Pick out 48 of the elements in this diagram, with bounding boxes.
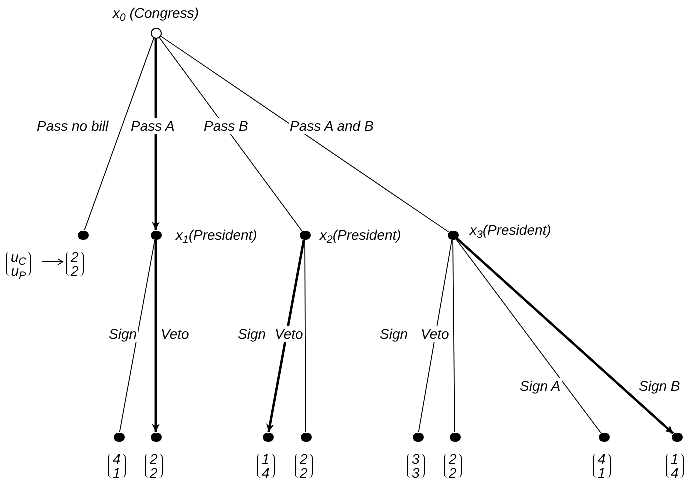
edge-label: Veto <box>420 326 450 342</box>
payoff-value: 4 <box>598 452 606 466</box>
edge-label: Veto <box>160 326 190 342</box>
payoff-value: 4 <box>671 466 679 480</box>
branch-line <box>456 238 602 434</box>
edge-label: Sign <box>237 326 268 342</box>
payoff-value: 2 <box>449 466 457 480</box>
payoff-value: 1 <box>598 466 606 480</box>
arrow <box>266 240 306 432</box>
payoff-value: 2 <box>300 452 308 466</box>
payoff-value: 2 <box>150 452 158 466</box>
edge-label: Sign A <box>519 378 562 394</box>
edge-label: Pass no bill <box>36 118 110 134</box>
edge-label: Pass A <box>130 118 176 134</box>
payoff-value: 4 <box>113 452 121 466</box>
payoff-value: 2 <box>300 466 308 480</box>
branch-line <box>418 239 453 433</box>
branch-line <box>158 36 302 232</box>
edge-label: Sign <box>379 326 410 342</box>
payoff-value: 4 <box>262 466 270 480</box>
edge-label: Pass A and B <box>289 118 375 134</box>
edge-label: Sign <box>108 326 138 342</box>
branch-line <box>160 35 450 233</box>
payoff-value: 1 <box>262 452 270 466</box>
arrow <box>152 38 160 230</box>
branch-line <box>452 240 456 432</box>
edge-label: Pass B <box>203 118 250 134</box>
payoff-value: 2 <box>150 466 158 480</box>
arrow <box>152 240 160 432</box>
player-label: x$_{0}$ (Congress) <box>113 4 199 22</box>
payoff-value: 2 <box>71 264 79 278</box>
payoff-value: 3 <box>412 466 420 480</box>
utility-symbol: u$_{P}$ <box>11 264 26 278</box>
arrow <box>456 237 674 435</box>
payoff-value: 2 <box>71 250 79 264</box>
payoff-value: 1 <box>113 466 121 480</box>
branch-line <box>84 37 155 231</box>
utility-symbol: u$_{C}$ <box>11 250 26 264</box>
edge-label: Veto <box>274 326 304 342</box>
player-label: x$_{3}$(President) <box>470 221 552 239</box>
payoff-value: 2 <box>449 452 457 466</box>
branch-line <box>119 239 156 433</box>
player-label: x$_{2}$(President) <box>320 226 402 244</box>
branch-line <box>304 240 306 432</box>
payoff-value: 3 <box>412 452 420 466</box>
edge-label: Sign B <box>638 378 682 394</box>
payoff-value: 1 <box>671 452 679 466</box>
player-label: x$_{1}$(President) <box>176 226 258 244</box>
